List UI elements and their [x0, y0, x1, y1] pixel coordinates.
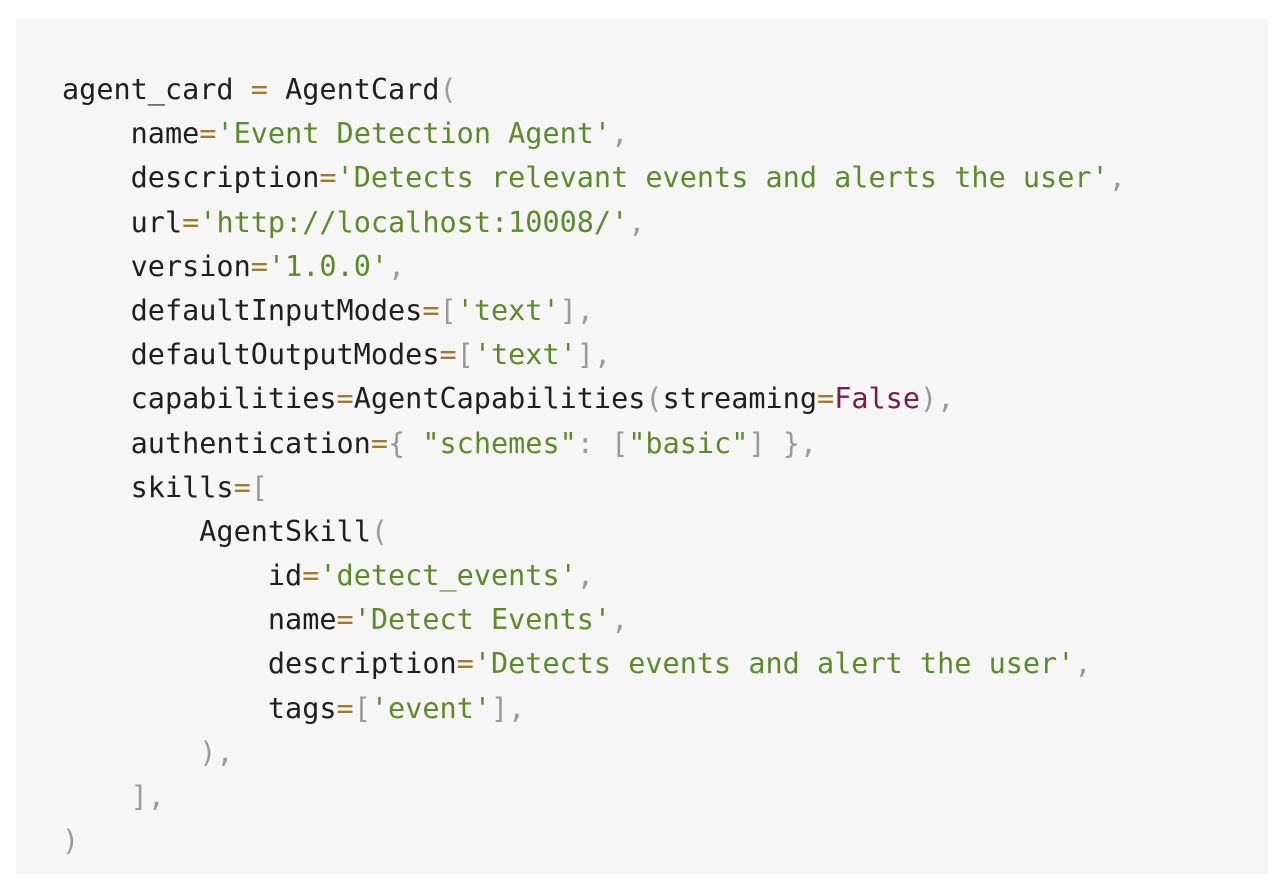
- code-token-punct: [: [250, 470, 268, 504]
- code-token-op: =: [422, 293, 440, 327]
- code-token-str: "schemes": [422, 426, 577, 460]
- code-token-op: =: [319, 161, 337, 195]
- code-line: defaultInputModes=['text'],: [62, 289, 1268, 333]
- code-token-plain: version: [130, 249, 251, 283]
- code-token-plain: name: [130, 117, 200, 151]
- code-token-punct: ): [62, 824, 80, 858]
- code-token-str: "basic": [628, 426, 749, 460]
- code-token-punct: ),: [199, 735, 234, 769]
- code-token-plain: AgentSkill: [199, 514, 371, 548]
- code-token-punct: (: [370, 514, 389, 548]
- code-line: description='Detects relevant events and…: [62, 156, 1268, 200]
- code-token-punct: [: [353, 691, 371, 725]
- code-block: agent_card = AgentCard(name='Event Detec…: [16, 19, 1268, 874]
- code-token-str: 'Event Detection Agent': [216, 117, 612, 151]
- code-token-punct: (: [439, 73, 457, 106]
- code-token-plain: [268, 73, 285, 106]
- code-token-punct: {: [388, 426, 423, 460]
- code-token-plain: capabilities: [130, 382, 337, 416]
- code-token-op: =: [370, 426, 389, 460]
- code-token-punct: : [: [576, 426, 629, 460]
- code-token-op: =: [456, 647, 474, 681]
- code-token-punct: ,: [1074, 647, 1092, 681]
- code-token-plain: AgentCapabilities: [353, 382, 646, 416]
- code-token-punct: [: [456, 338, 474, 372]
- code-token-op: =: [336, 691, 354, 725]
- code-token-plain: name: [267, 603, 337, 637]
- code-token-punct: ),: [919, 382, 955, 416]
- code-line: description='Detects events and alert th…: [62, 642, 1268, 686]
- code-line: ),: [62, 731, 1268, 775]
- code-token-op: =: [439, 338, 457, 372]
- code-token-plain: agent_card: [62, 73, 234, 106]
- code-token-plain: description: [130, 161, 320, 195]
- code-token-plain: id: [267, 559, 303, 593]
- code-line: ],: [62, 775, 1268, 819]
- code-token-str: 'http://localhost:10008/': [199, 205, 629, 239]
- code-token-plain: tags: [267, 691, 337, 725]
- code-token-op: =: [817, 382, 835, 416]
- code-token-punct: ,: [576, 559, 594, 593]
- code-line: ): [62, 819, 1268, 863]
- code-token-punct: ,: [388, 249, 406, 283]
- code-token-plain: authentication: [130, 426, 371, 460]
- code-line: version='1.0.0',: [62, 245, 1268, 289]
- code-line: url='http://localhost:10008/',: [62, 201, 1268, 245]
- code-token-punct: ],: [130, 780, 165, 813]
- code-token-str: 'text': [456, 293, 560, 327]
- code-token-str: '1.0.0': [267, 249, 389, 283]
- code-token-plain: [234, 73, 251, 106]
- code-token-op: =: [250, 73, 268, 106]
- code-token-str: 'Detects relevant events and alerts the …: [336, 161, 1109, 195]
- code-token-op: =: [336, 603, 354, 637]
- code-token-punct: ],: [576, 338, 612, 372]
- code-token-op: =: [250, 249, 268, 283]
- code-token-plain: defaultInputModes: [130, 293, 423, 327]
- code-line: agent_card = AgentCard(: [62, 68, 1268, 112]
- code-token-punct: ],: [490, 691, 526, 725]
- code-line: name='Event Detection Agent',: [62, 112, 1268, 156]
- code-line: AgentSkill(: [62, 510, 1268, 554]
- code-token-plain: url: [130, 205, 183, 239]
- code-line: tags=['event'],: [62, 687, 1268, 731]
- code-token-kw: False: [834, 382, 920, 416]
- code-token-str: 'detect_events': [319, 559, 577, 593]
- code-token-punct: ,: [1108, 161, 1126, 195]
- code-token-str: 'Detects events and alert the user': [473, 647, 1075, 681]
- code-token-plain: description: [267, 647, 457, 681]
- code-token-plain: skills: [130, 470, 234, 504]
- code-token-op: =: [233, 470, 251, 504]
- code-token-op: =: [336, 382, 354, 416]
- code-token-plain: streaming: [662, 382, 818, 416]
- code-token-punct: ] },: [748, 426, 818, 460]
- code-token-punct: ,: [628, 205, 646, 239]
- code-token-punct: [: [439, 293, 457, 327]
- code-token-punct: (: [645, 382, 663, 416]
- code-token-punct: ],: [559, 293, 594, 327]
- code-token-op: =: [182, 205, 200, 239]
- code-token-op: =: [302, 559, 320, 593]
- code-token-str: 'Detect Events': [353, 603, 612, 637]
- code-token-plain: AgentCard: [285, 73, 440, 106]
- code-token-str: 'text': [473, 338, 577, 372]
- code-line: defaultOutputModes=['text'],: [62, 333, 1268, 377]
- code-line: capabilities=AgentCapabilities(streaming…: [62, 377, 1268, 421]
- code-token-punct: ,: [611, 603, 629, 637]
- code-token-plain: defaultOutputModes: [130, 338, 440, 372]
- code-line: name='Detect Events',: [62, 598, 1268, 642]
- code-token-str: 'event': [370, 691, 491, 725]
- code-line: id='detect_events',: [62, 554, 1268, 598]
- code-line: skills=[: [62, 466, 1268, 510]
- code-lines: agent_card = AgentCard(name='Event Detec…: [62, 68, 1268, 863]
- code-token-punct: ,: [611, 117, 629, 151]
- code-line: authentication={ "schemes": ["basic"] },: [62, 422, 1268, 466]
- code-token-op: =: [199, 117, 217, 151]
